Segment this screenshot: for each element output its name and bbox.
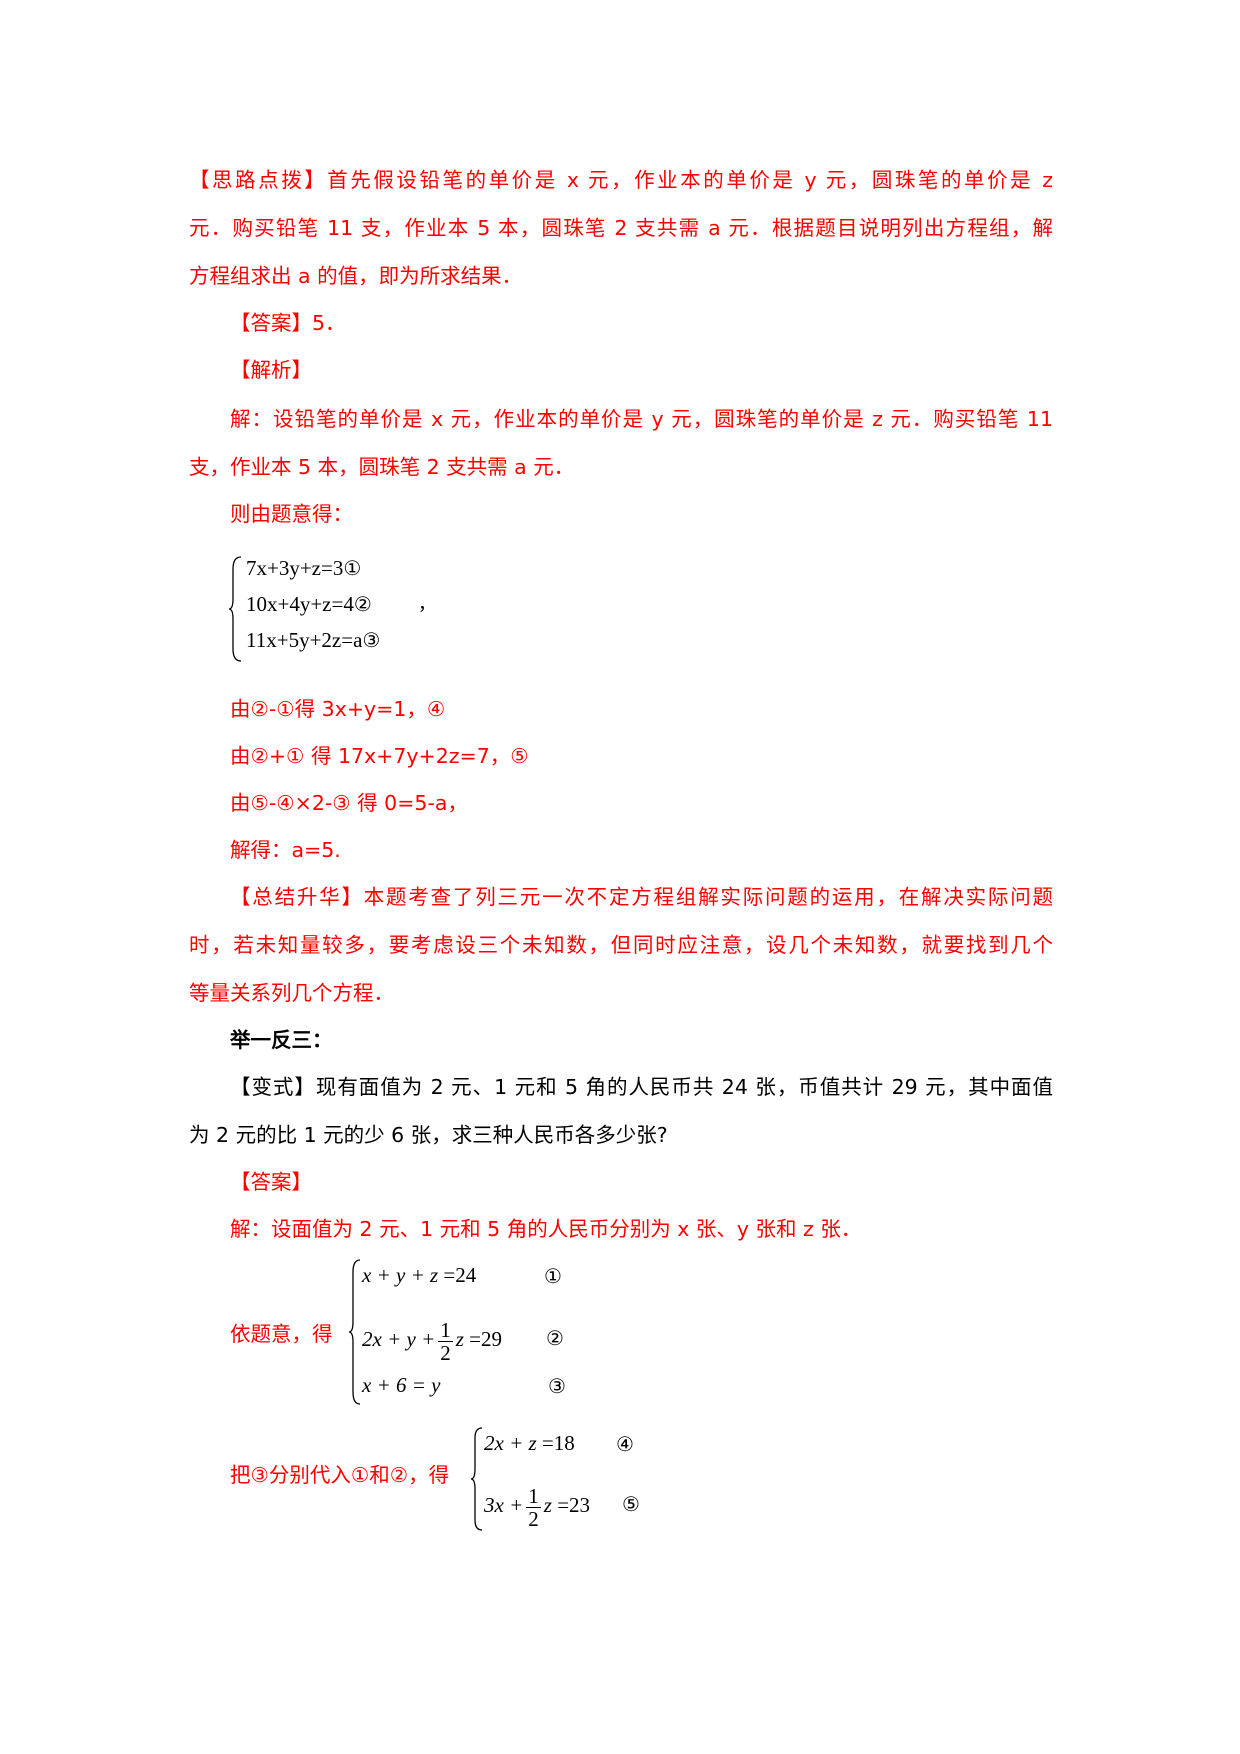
solution-line-1: 解：设铅笔的单价是 x 元，作业本的单价是 y 元，圆珠笔的单价是 z 元．购买…	[230, 407, 1053, 431]
substitute-text: 把③分别代入①和②，得	[230, 1463, 450, 1487]
left-brace-icon	[348, 1259, 361, 1405]
answer-2-heading: 【答案】	[230, 1170, 312, 1194]
hint-line-3: 方程组求出 a 的值，即为所求结果．	[189, 264, 523, 288]
variant-line-1: 【变式】现有面值为 2 元、1 元和 5 角的人民币共 24 张，币值共计 29…	[230, 1075, 1053, 1099]
variant-line-2: 为 2 元的比 1 元的少 6 张，求三种人民币各多少张?	[189, 1123, 668, 1147]
system3-mark-5: ⑤	[622, 1492, 640, 1516]
summary-line-3: 等量关系列几个方程．	[189, 981, 394, 1005]
analysis-heading: 【解析】	[230, 358, 312, 382]
solution2-line-1: 解：设面值为 2 元、1 元和 5 角的人民币分别为 x 张、y 张和 z 张．	[230, 1217, 862, 1241]
left-brace-icon	[470, 1427, 483, 1531]
system2-row-3: x + 6 = y	[362, 1373, 441, 1397]
answer-1: 【答案】5．	[230, 311, 346, 335]
solution-line-2: 支，作业本 5 本，圆珠笔 2 支共需 a 元．	[189, 455, 575, 479]
result-line: 解得：a=5.	[230, 838, 341, 862]
equation-system-1: 7x+3y+z=3① 10x+4y+z=4② 11x+5y+2z=a③	[228, 553, 448, 663]
hint-line-2: 元．购买铅笔 11 支，作业本 5 本，圆珠笔 2 支共需 a 元．根据题目说明…	[189, 216, 1053, 240]
summary-line-1: 【总结升华】本题考查了列三元一次不定方程组解实际问题的运用，在解决实际问题	[230, 885, 1053, 909]
system3-row-1: 2x + z =18	[484, 1431, 575, 1455]
step-2: 由②+① 得 17x+7y+2z=7，⑤	[230, 744, 529, 768]
summary-line-2: 时，若未知量较多，要考虑设三个未知数，但同时应注意，设几个未知数，就要找到几个	[189, 933, 1053, 957]
system3-mark-4: ④	[616, 1432, 634, 1456]
system1-row-2: 10x+4y+z=4②	[246, 592, 372, 616]
hint-line-1: 【思路点拨】首先假设铅笔的单价是 x 元，作业本的单价是 y 元，圆珠笔的单价是…	[189, 168, 1053, 192]
practice-heading: 举一反三：	[230, 1028, 333, 1052]
according-text: 依题意，得	[230, 1322, 333, 1346]
by-problem-text: 则由题意得：	[230, 502, 353, 526]
system2-mark-2: ②	[546, 1326, 564, 1350]
system2-mark-3: ③	[548, 1374, 566, 1398]
system2-row-1: x + y + z =24	[362, 1263, 477, 1287]
step-1: 由②-①得 3x+y=1，④	[230, 697, 446, 721]
system1-trailing-comma: ，	[418, 594, 436, 615]
step-3: 由⑤-④×2-③ 得 0=5-a，	[230, 791, 468, 815]
system1-row-1: 7x+3y+z=3①	[246, 556, 362, 580]
system2-mark-1: ①	[544, 1264, 562, 1288]
system1-row-3: 11x+5y+2z=a③	[246, 628, 381, 652]
left-brace-icon	[228, 556, 242, 662]
